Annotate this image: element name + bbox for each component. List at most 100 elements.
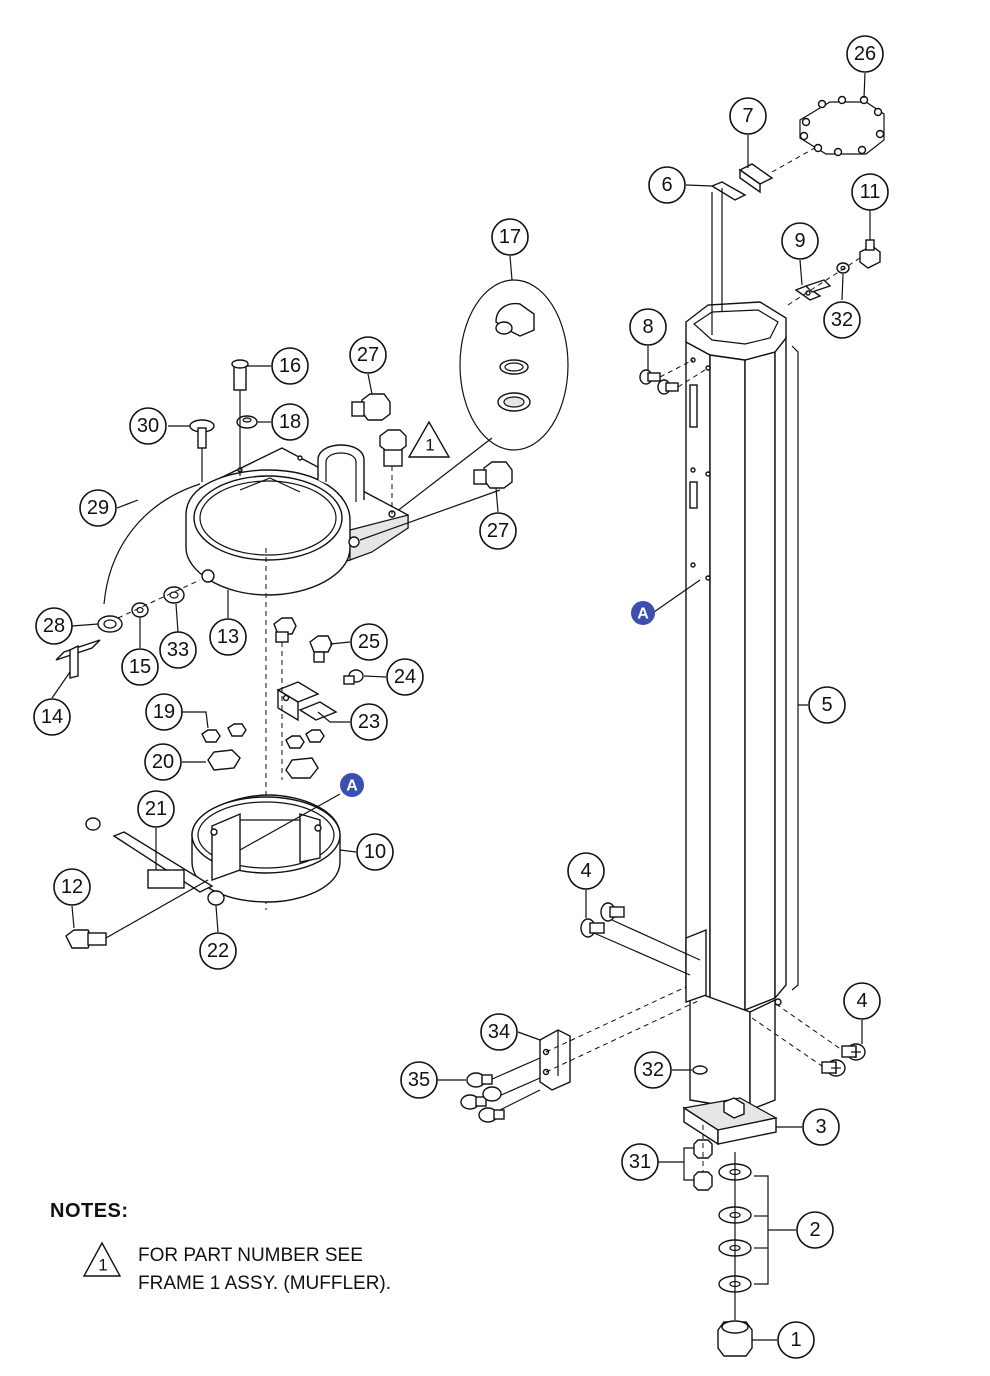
callout-32-upper: 32 (823, 301, 861, 339)
notes-title: NOTES: (50, 1200, 129, 1222)
base-ring-10 (191, 794, 341, 903)
callout-32-lower: 32 (634, 1051, 672, 1089)
callout-15: 15 (121, 648, 159, 686)
svg-text:28: 28 (43, 615, 65, 637)
nuts-31 (693, 1125, 713, 1191)
svg-text:4: 4 (580, 860, 591, 882)
svg-text:22: 22 (207, 940, 229, 962)
svg-text:12: 12 (61, 876, 83, 898)
svg-text:13: 13 (217, 626, 239, 648)
hardware-16-18-30 (189, 359, 258, 482)
svg-text:27: 27 (357, 344, 379, 366)
svg-text:11: 11 (860, 181, 881, 203)
callout-4-right: 4 (843, 982, 881, 1020)
callout-3: 3 (802, 1108, 840, 1146)
callout-16: 16 (271, 347, 309, 385)
note-triangle-icon: 1 (82, 1241, 122, 1277)
svg-text:33: 33 (167, 639, 189, 661)
callout-24: 24 (386, 658, 424, 696)
post-lower-bracket (593, 919, 707, 1003)
callout-9: 9 (781, 222, 819, 260)
callout-17: 17 (491, 218, 529, 256)
svg-text:35: 35 (408, 1069, 430, 1091)
callout-25: 25 (350, 623, 388, 661)
svg-text:5: 5 (821, 694, 832, 716)
callout-27-upper: 27 (349, 336, 387, 374)
note-line-2: FRAME 1 ASSY. (MUFFLER). (138, 1273, 392, 1294)
screws-8 (639, 359, 709, 395)
callout-30: 30 (129, 407, 167, 445)
svg-text:19: 19 (153, 701, 175, 723)
svg-text:26: 26 (854, 43, 876, 65)
callout-21: 21 (137, 790, 175, 828)
upper-right-fittings (787, 239, 881, 306)
svg-text:9: 9 (794, 230, 805, 252)
svg-text:30: 30 (137, 415, 159, 437)
svg-text:24: 24 (394, 666, 416, 688)
svg-text:7: 7 (742, 105, 753, 127)
callout-20: 20 (144, 743, 182, 781)
callout-2: 2 (796, 1211, 834, 1249)
svg-text:A: A (637, 606, 649, 623)
svg-text:1: 1 (425, 436, 434, 455)
callout-19: 19 (145, 693, 183, 731)
svg-text:18: 18 (279, 411, 301, 433)
svg-text:2: 2 (809, 1219, 820, 1241)
svg-text:8: 8 (642, 316, 653, 338)
gasket-26 (799, 95, 885, 157)
svg-text:16: 16 (279, 355, 301, 377)
svg-text:4: 4 (856, 990, 867, 1012)
reference-marker-a-post: A (631, 601, 655, 625)
detail-17 (395, 279, 569, 513)
callout-7: 7 (729, 97, 767, 135)
clamps-20 (201, 723, 325, 779)
support-post (685, 301, 787, 1112)
callout-33: 33 (159, 631, 197, 669)
washer-nut (117, 579, 201, 619)
svg-text:20: 20 (152, 751, 174, 773)
washer-32-lower (692, 1065, 708, 1075)
callout-1: 1 (777, 1321, 815, 1359)
svg-text:32: 32 (831, 309, 853, 331)
callout-28: 28 (35, 607, 73, 645)
reference-marker-a-ring: A (340, 773, 364, 797)
callout-4-left: 4 (567, 852, 605, 890)
svg-text:3: 3 (815, 1116, 826, 1138)
plugs-27 (351, 393, 513, 541)
callout-31: 31 (621, 1143, 659, 1181)
callout-27-lower: 27 (479, 512, 517, 550)
callout-10: 10 (356, 833, 394, 871)
svg-text:21: 21 (145, 798, 167, 820)
note-line-1: FOR PART NUMBER SEE (138, 1245, 363, 1266)
callout-8: 8 (629, 308, 667, 346)
callout-18: 18 (271, 403, 309, 441)
note-flag-triangle: 1 (407, 420, 451, 458)
note-text: FOR PART NUMBER SEE FRAME 1 ASSY. (MUFFL… (138, 1242, 391, 1298)
svg-text:15: 15 (129, 656, 151, 678)
callout-11: 11 (851, 173, 889, 211)
callout-6: 6 (648, 166, 686, 204)
svg-text:27: 27 (487, 520, 509, 542)
callout-12: 12 (53, 868, 91, 906)
svg-text:23: 23 (358, 711, 380, 733)
callout-26: 26 (846, 35, 884, 73)
notes-section: NOTES: 1 FOR PART NUMBER SEE FRAME 1 ASS… (50, 1200, 391, 1294)
svg-text:32: 32 (642, 1059, 664, 1081)
callout-29: 29 (79, 489, 117, 527)
svg-text:17: 17 (499, 226, 521, 248)
callout-13: 13 (209, 618, 247, 656)
callout-35: 35 (400, 1061, 438, 1099)
callout-14: 14 (33, 698, 71, 736)
svg-text:10: 10 (364, 841, 386, 863)
callout-22: 22 (199, 932, 237, 970)
lanyard-pin (55, 483, 201, 679)
svg-text:34: 34 (488, 1021, 510, 1043)
svg-text:31: 31 (629, 1151, 651, 1173)
leader-lines (51, 72, 871, 1341)
svg-text:A: A (346, 778, 358, 795)
pin-21 (65, 817, 225, 949)
bracket-23 (273, 617, 364, 780)
side-bracket (460, 984, 701, 1123)
base-bracket (682, 1097, 778, 1146)
svg-text:14: 14 (41, 706, 63, 728)
